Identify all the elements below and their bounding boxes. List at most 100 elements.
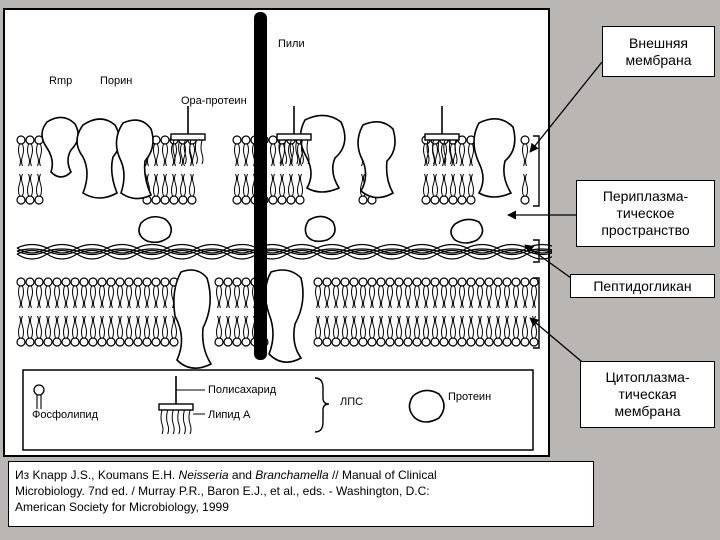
lipid-tail (405, 315, 411, 339)
lipid-tail (486, 285, 492, 309)
lipid-head (457, 195, 467, 205)
lipid-head (475, 337, 485, 347)
lipid-head (124, 337, 134, 347)
lipid-head (502, 337, 512, 347)
cytoplasmic-membrane-callout: Цитоплазма- тическая мембрана (580, 361, 715, 428)
lipid-head (241, 195, 251, 205)
citation-line-2: Microbiology. 7nd ed. / Murray P.R., Bar… (15, 484, 430, 498)
outer-membrane-protein (473, 118, 516, 198)
lipid-tail (324, 285, 330, 309)
legend-box (22, 369, 534, 451)
legend-lps-label: ЛПС (340, 396, 364, 408)
lipid-head (322, 277, 332, 287)
lipid-head (214, 337, 224, 347)
legend-lipid-a-tail (166, 409, 170, 435)
peptidoglycan-callout: Пептидогликан (570, 274, 715, 298)
lipid-head (331, 337, 341, 347)
lipid-tail (72, 315, 78, 339)
citation-and: and (228, 468, 256, 482)
lipid-tail (324, 315, 330, 339)
lipid-tail (153, 173, 159, 197)
citation-line-1: Из Knapp J.S., Koumans E.H. Neisseria an… (15, 467, 587, 483)
lps-tail (278, 139, 282, 165)
lipid-tail (108, 315, 114, 339)
lipid-head (466, 277, 476, 287)
peptidoglycan-layer (16, 243, 552, 260)
lipid-head (106, 277, 116, 287)
lipid-tail (270, 143, 276, 167)
peptidoglycan-strand (16, 253, 552, 260)
lipid-tail (468, 315, 474, 339)
lps-tail (200, 139, 204, 165)
lipid-tail (468, 285, 474, 309)
lps-tail (432, 139, 436, 165)
lipid-head (412, 277, 422, 287)
porin-label: Порин (100, 75, 133, 87)
lipid-tail (36, 315, 42, 339)
lipid-head (34, 195, 44, 205)
periplasmic-protein (138, 215, 173, 244)
lipid-head (430, 195, 440, 205)
lipid-head (358, 337, 368, 347)
lipid-tail (414, 315, 420, 339)
lipid-head (313, 277, 323, 287)
lipid-tail (243, 173, 249, 197)
lipid-tail (117, 285, 123, 309)
lipid-head (448, 195, 458, 205)
lipid-head (169, 195, 179, 205)
lipid-tail (504, 315, 510, 339)
lipid-head (142, 277, 152, 287)
lipid-head (232, 195, 242, 205)
lipid-tail (144, 315, 150, 339)
lipid-head (16, 135, 26, 145)
legend-phospholipid-label: Фосфолипид (32, 409, 98, 421)
legend-protein-label: Протеин (448, 391, 492, 403)
lipid-head (133, 277, 143, 287)
lipid-tail (234, 173, 240, 197)
lipid-tail (162, 315, 168, 339)
lipid-tail (153, 285, 159, 309)
periplasmic-space-callout: Периплазма- тическое пространство (576, 180, 715, 247)
lipid-tail (387, 315, 393, 339)
lps-tail (300, 139, 304, 165)
lps-tail (454, 139, 458, 165)
rmp-label: Rmp (49, 75, 73, 87)
lps-tail (289, 139, 293, 165)
lipid-head (295, 195, 305, 205)
lipid-tail (27, 315, 33, 339)
lipid-tail (477, 315, 483, 339)
citation-genus-1: Neisseria (178, 468, 229, 482)
lipid-tail (405, 285, 411, 309)
lipid-head (79, 337, 89, 347)
citation-book: // Manual of Clinical (328, 468, 437, 482)
lipid-tail (153, 143, 159, 167)
lps-tail (178, 139, 182, 165)
lipid-head (223, 277, 233, 287)
legend-phospholipid-icon (33, 384, 45, 396)
lipid-head (448, 337, 458, 347)
lipid-head (142, 337, 152, 347)
lipid-head (16, 277, 26, 287)
legend-lipid-a-tail (177, 409, 181, 435)
periplasmic-space-text: Периплазма- тическое пространство (601, 188, 690, 238)
lipid-tail (387, 285, 393, 309)
lipid-tail (18, 315, 24, 339)
lipid-head (529, 277, 539, 287)
lipid-head (232, 277, 242, 287)
lipid-tail (459, 173, 465, 197)
lipid-tail (351, 285, 357, 309)
legend-icons (33, 376, 445, 435)
lipid-head (520, 195, 530, 205)
lipid-head (61, 277, 71, 287)
lipid-head (223, 337, 233, 347)
periplasmic-protein (304, 215, 336, 243)
lipid-tail (144, 285, 150, 309)
legend-lipid-a-tail (171, 409, 175, 435)
lipid-head (466, 337, 476, 347)
lipid-tail (234, 315, 240, 339)
lipid-head (169, 337, 179, 347)
lipid-head (394, 277, 404, 287)
lipid-tail (333, 285, 339, 309)
lipid-tail (81, 315, 87, 339)
outer-membrane-protein (41, 116, 79, 178)
